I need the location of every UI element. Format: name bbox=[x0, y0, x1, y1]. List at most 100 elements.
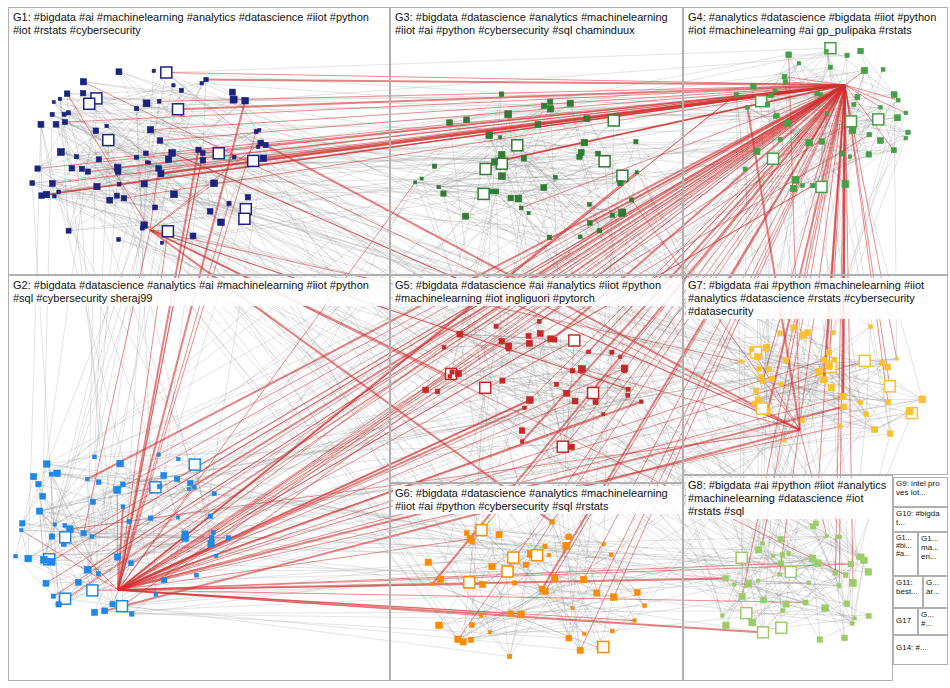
vertex-marker bbox=[773, 115, 777, 119]
graph-edge-line bbox=[82, 169, 490, 633]
vertex-marker bbox=[858, 400, 862, 404]
vertex-marker bbox=[96, 480, 101, 485]
graph-edge-line bbox=[781, 564, 809, 583]
vertex-marker bbox=[110, 602, 115, 607]
vertex-marker bbox=[757, 403, 768, 414]
vertex-marker bbox=[441, 191, 446, 196]
graph-edge-line bbox=[118, 590, 635, 621]
vertex-marker bbox=[610, 629, 614, 633]
vertex-marker bbox=[230, 96, 237, 103]
graph-edge-line bbox=[526, 565, 580, 651]
vertex-marker bbox=[80, 91, 85, 96]
vertex-marker bbox=[846, 116, 857, 127]
vertex-marker bbox=[547, 106, 553, 112]
vertex-marker bbox=[520, 440, 524, 444]
vertex-marker bbox=[44, 461, 50, 467]
vertex-marker bbox=[749, 619, 756, 626]
vertex-marker bbox=[885, 400, 890, 405]
vertex-marker bbox=[884, 381, 895, 392]
vertex-marker bbox=[189, 459, 200, 470]
vertex-marker bbox=[839, 425, 843, 429]
graph-edge-line bbox=[492, 522, 552, 567]
vertex-marker bbox=[172, 84, 175, 87]
graph-edge-line bbox=[118, 101, 245, 590]
vertex-marker bbox=[785, 120, 791, 126]
vertex-marker bbox=[548, 99, 553, 104]
vertex-marker bbox=[587, 350, 591, 354]
vertex-marker bbox=[157, 138, 163, 144]
vertex-marker bbox=[53, 122, 59, 128]
graph-edge-line bbox=[526, 546, 567, 565]
vertex-marker bbox=[446, 368, 457, 379]
vertex-marker bbox=[736, 552, 747, 563]
vertex-marker bbox=[229, 89, 235, 95]
vertex-marker bbox=[780, 553, 785, 558]
vertex-marker bbox=[182, 535, 189, 542]
graph-edge-line bbox=[840, 426, 852, 623]
vertex-marker bbox=[414, 181, 417, 184]
vertex-marker bbox=[563, 542, 570, 549]
vertex-marker bbox=[127, 519, 131, 523]
vertex-marker bbox=[782, 74, 787, 79]
graph-edge-line bbox=[726, 578, 753, 622]
vertex-marker bbox=[480, 382, 491, 393]
vertex-marker bbox=[161, 577, 166, 582]
graph-edge-line bbox=[69, 153, 203, 231]
vertex-marker bbox=[158, 171, 164, 177]
graph-edge-line bbox=[34, 477, 105, 611]
vertex-marker bbox=[634, 140, 638, 144]
vertex-marker bbox=[782, 439, 785, 442]
vertex-marker bbox=[895, 357, 898, 360]
graph-edge-line bbox=[557, 85, 846, 384]
vertex-marker bbox=[469, 623, 474, 628]
graph-edge-line bbox=[32, 183, 58, 604]
vertex-marker bbox=[187, 487, 190, 490]
vertex-marker bbox=[753, 388, 758, 393]
vertex-marker bbox=[35, 166, 40, 171]
graph-edge-line bbox=[781, 559, 813, 564]
vertex-marker bbox=[602, 543, 605, 546]
vertex-marker bbox=[420, 177, 423, 180]
vertex-marker bbox=[855, 95, 860, 100]
vertex-marker bbox=[84, 98, 95, 109]
vertex-marker bbox=[842, 181, 849, 188]
graph-edge-line bbox=[514, 583, 572, 608]
vertex-marker bbox=[754, 148, 761, 155]
vertex-marker bbox=[148, 516, 153, 521]
vertex-marker bbox=[47, 558, 54, 565]
vertex-marker bbox=[480, 581, 486, 587]
vertex-marker bbox=[177, 516, 180, 519]
vertex-marker bbox=[816, 181, 827, 192]
vertex-marker bbox=[121, 505, 125, 509]
vertex-marker bbox=[460, 639, 466, 645]
graph-edge-line bbox=[529, 154, 598, 214]
graph-edge-line bbox=[166, 73, 845, 86]
vertex-marker bbox=[554, 382, 558, 386]
graph-edge-line bbox=[838, 537, 862, 557]
graph-edge-line bbox=[47, 464, 189, 489]
graph-edge-line bbox=[492, 522, 552, 567]
vertex-marker bbox=[845, 53, 849, 57]
graph-edge-line bbox=[22, 474, 51, 523]
vertex-marker bbox=[541, 185, 547, 191]
vertex-marker bbox=[218, 219, 225, 226]
vertex-marker bbox=[50, 112, 54, 116]
vertex-marker bbox=[84, 566, 91, 573]
vertex-marker bbox=[873, 114, 884, 125]
graph-edge-line bbox=[118, 578, 726, 590]
group-box: G9: intel proves iot... bbox=[893, 477, 948, 507]
group-label: G1... ma... en... bbox=[920, 534, 944, 561]
vertex-marker bbox=[468, 637, 473, 642]
graph-edge-line bbox=[94, 362, 741, 457]
group-label: G... #... bbox=[920, 610, 944, 628]
vertex-marker bbox=[787, 552, 791, 556]
vertex-marker bbox=[754, 354, 760, 360]
vertex-marker bbox=[874, 428, 877, 431]
vertex-marker bbox=[476, 525, 487, 536]
vertex-marker bbox=[623, 369, 627, 373]
vertex-marker bbox=[499, 151, 505, 157]
vertex-marker bbox=[121, 196, 126, 201]
vertex-marker bbox=[547, 553, 550, 556]
graph-edge-line bbox=[40, 511, 118, 590]
group-label: G9: intel proves iot... bbox=[895, 479, 944, 497]
